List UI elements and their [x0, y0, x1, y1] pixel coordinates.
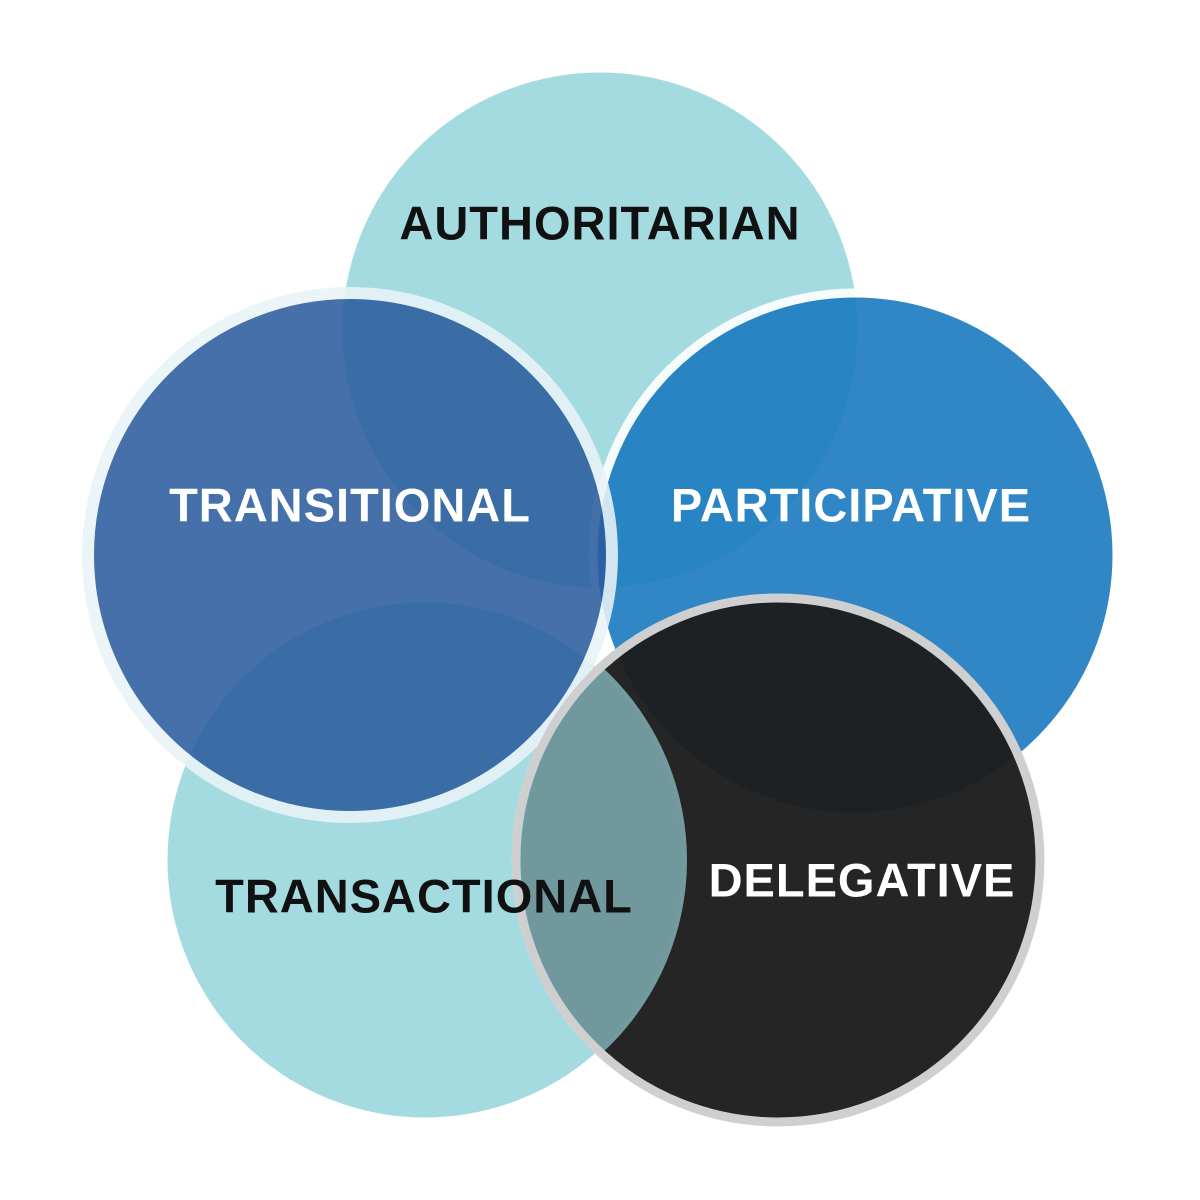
label-authoritarian: AUTHORITARIAN: [399, 196, 800, 249]
delegative-outline: [512, 594, 1044, 1126]
label-participative: PARTICIPATIVE: [671, 478, 1031, 531]
overlap-lens: [512, 594, 1044, 1126]
label-delegative: DELEGATIVE: [709, 853, 1016, 906]
label-transitional: TRANSITIONAL: [169, 478, 531, 531]
label-transactional: TRANSACTIONAL: [215, 869, 633, 922]
circle-transitional: [82, 287, 618, 823]
circle-transitional-group: [82, 287, 618, 823]
overlap-transactional-delegative: [516, 598, 687, 1122]
